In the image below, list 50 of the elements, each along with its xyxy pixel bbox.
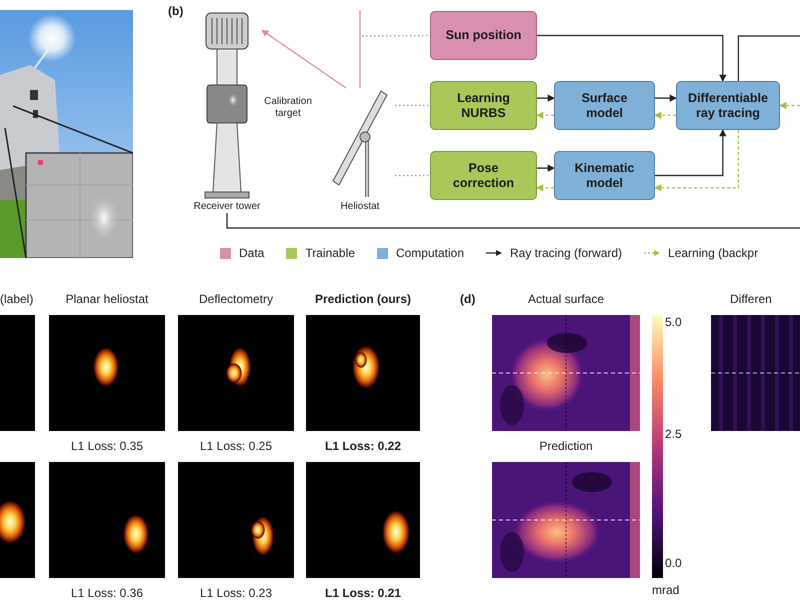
figure-label: Prediction (ours)	[314, 292, 412, 307]
figure-label: mrad	[652, 583, 680, 598]
connector-line	[226, 213, 800, 229]
legend-text: Learning (backpr	[668, 245, 758, 262]
arrow	[261, 30, 346, 88]
figure-label: Planar heliostat	[64, 292, 150, 307]
figure-label: L1 Loss: 0.22	[324, 439, 402, 454]
process-box: Surface model	[554, 81, 655, 130]
legend-text: Ray tracing (forward)	[510, 245, 622, 262]
process-box: Pose correction	[430, 151, 537, 200]
legend-text: Computation	[396, 245, 464, 262]
arrow	[537, 34, 726, 82]
connector-line	[738, 35, 800, 81]
figure-label: L1 Loss: 0.25	[198, 439, 274, 454]
process-box: Kinematic model	[554, 151, 655, 200]
figure-label: 5.0	[665, 315, 683, 330]
figure-label: Actual surface	[526, 292, 606, 307]
figure-label: Differen	[730, 292, 773, 307]
drawing-caption: Receiver tower	[194, 201, 260, 213]
figure-label: L1 Loss: 0.21	[324, 586, 402, 600]
figure-label: L1 Loss: 0.35	[70, 439, 144, 454]
figure-label: (label)	[0, 292, 34, 307]
arrow	[655, 129, 726, 176]
connector-line	[359, 10, 361, 88]
arrow	[655, 94, 677, 102]
arrow	[537, 164, 555, 172]
figure-label: Deflectometry	[198, 292, 274, 307]
legend-text: Trainable	[305, 245, 355, 262]
figure-label: 2.5	[665, 427, 683, 442]
figure-label: L1 Loss: 0.36	[70, 586, 144, 600]
arrow	[537, 94, 555, 102]
connector-line	[395, 104, 430, 106]
panel-label: (b)	[168, 4, 184, 19]
drawing-caption: Heliostat	[340, 201, 380, 213]
arrow	[536, 112, 554, 119]
figure-label: L1 Loss: 0.23	[198, 586, 274, 600]
process-box: Sun position	[430, 11, 537, 60]
connector-line	[395, 174, 430, 176]
arrow	[654, 130, 739, 192]
figure-label: Prediction	[538, 439, 594, 454]
arrow	[779, 102, 800, 110]
process-box: Differentiable ray tracing	[676, 81, 780, 130]
process-box: Learning NURBS	[430, 81, 537, 130]
connector-line	[362, 34, 430, 37]
legend-text: Data	[239, 245, 264, 262]
part-label: Calibration target	[263, 96, 313, 120]
arrow	[654, 112, 676, 119]
panel-label: (d)	[460, 292, 476, 307]
arrow	[536, 184, 554, 192]
figure-label: 0.0	[665, 556, 683, 571]
